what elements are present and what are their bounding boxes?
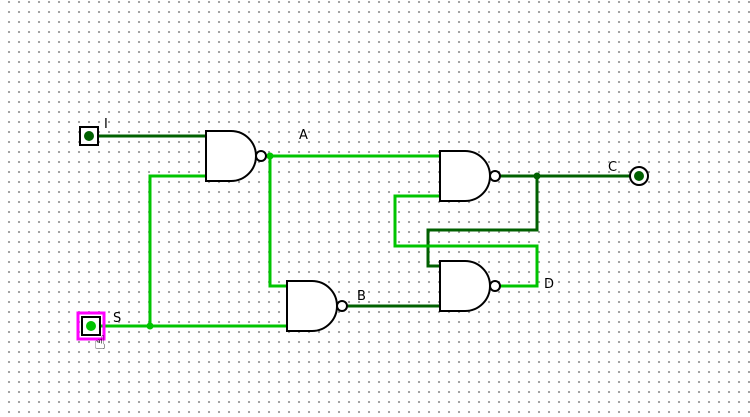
label-node-b: B (357, 289, 366, 304)
nand-bubble-icon (489, 170, 501, 182)
wire-c-feedback[interactable] (426, 176, 539, 268)
nand-gate-top-left[interactable] (205, 130, 267, 182)
junction-dot-s (146, 322, 154, 330)
nand-bubble-icon (255, 150, 267, 162)
input-pin-i[interactable] (79, 126, 99, 146)
wire-a-branch-to-gate3[interactable] (268, 156, 287, 288)
selection-highlight (76, 311, 106, 341)
nand-bubble-icon (489, 280, 501, 292)
input-pin-s[interactable] (76, 311, 106, 341)
poke-hand-cursor-icon: ☝ (94, 332, 106, 354)
nand-gate-top-right-body[interactable] (439, 150, 491, 202)
label-output-c: C (608, 160, 617, 175)
label-node-d: D (544, 277, 554, 292)
nand-bubble-icon (336, 300, 348, 312)
output-pin-c-state-icon (634, 171, 644, 181)
output-pin-c[interactable] (629, 166, 649, 186)
label-input-s: S (113, 311, 121, 326)
nand-gate-bottom-right-body[interactable] (439, 260, 491, 312)
label-node-a: A (299, 128, 308, 143)
junction-dot-c (533, 172, 541, 180)
nand-gate-bottom-middle[interactable] (286, 280, 348, 332)
nand-gate-top-left-body[interactable] (205, 130, 257, 182)
junction-dot-a (266, 152, 274, 160)
wire-s-branch-to-gate1[interactable] (148, 174, 206, 326)
input-pin-s-state-icon[interactable] (86, 321, 96, 331)
nand-gate-top-right[interactable] (439, 150, 501, 202)
input-pin-i-state-icon[interactable] (84, 131, 94, 141)
nand-gate-bottom-right[interactable] (439, 260, 501, 312)
nand-gate-bottom-middle-body[interactable] (286, 280, 338, 332)
label-input-i: I (104, 117, 108, 132)
wire-d-feedback[interactable] (393, 194, 539, 288)
